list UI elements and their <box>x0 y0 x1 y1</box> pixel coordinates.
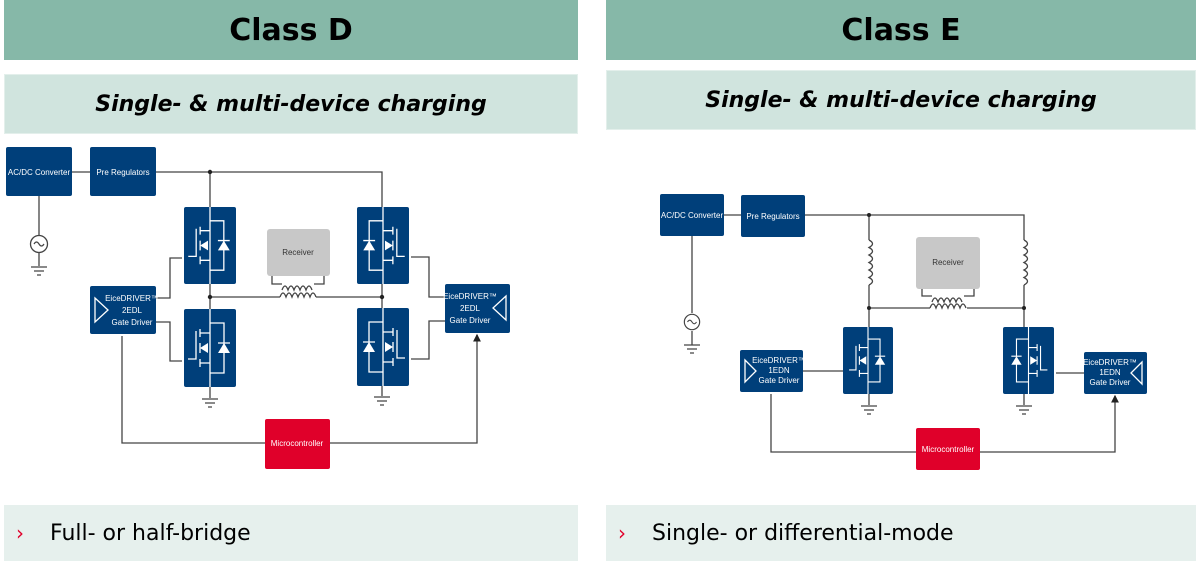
pre-regulators-block <box>741 195 805 237</box>
block-label: Microcontroller <box>922 445 975 454</box>
microcontroller-block <box>265 419 330 469</box>
receiver-block <box>267 229 330 276</box>
class-e-diagram: AC/DC Converter Pre Regulators Receiver … <box>660 194 1147 470</box>
gate-driver-left <box>90 286 156 334</box>
ground-icon <box>683 344 701 354</box>
receiver-block <box>916 237 980 289</box>
block-label: Gate Driver <box>450 316 491 325</box>
chevron-right-icon: › <box>16 521 24 545</box>
class-e-subtitle: Single- & multi-device charging <box>606 70 1196 130</box>
block-label: EiceDRIVER™ <box>443 292 497 301</box>
block-label: Receiver <box>932 258 964 267</box>
gate-driver-right <box>445 284 510 333</box>
block-label: Gate Driver <box>1090 378 1131 387</box>
class-e-title: Class E <box>606 0 1196 60</box>
microcontroller-block <box>916 428 980 470</box>
ac-source-icon <box>29 234 49 254</box>
block-label: 2EDL <box>460 304 481 313</box>
class-d-subtitle: Single- & multi-device charging <box>4 74 578 134</box>
ground-icon <box>1015 405 1033 415</box>
chevron-right-icon: › <box>618 521 626 545</box>
block-label: Pre Regulators <box>96 168 149 177</box>
block-label: EiceDRIVER™ <box>752 356 806 365</box>
bullet-text: Full- or half-bridge <box>50 520 251 546</box>
acdc-converter-block <box>660 194 724 236</box>
class-e-bullet: › Single- or differential-mode <box>606 505 1196 561</box>
block-label: 1EDN <box>1099 368 1121 377</box>
acdc-converter-block <box>6 147 72 196</box>
class-d-bullet: › Full- or half-bridge <box>4 505 578 561</box>
block-label: Gate Driver <box>759 376 800 385</box>
block-label: Gate Driver <box>112 318 153 327</box>
bullet-text: Single- or differential-mode <box>652 520 954 546</box>
block-label: EiceDRIVER™ <box>1083 358 1137 367</box>
ac-source-icon <box>683 313 701 331</box>
block-label: Microcontroller <box>271 439 324 448</box>
class-d-diagram: AC/DC Converter Pre Regulators Receiver … <box>5 146 578 476</box>
block-label: AC/DC Converter <box>8 168 71 177</box>
ground-icon <box>860 405 878 415</box>
pre-regulators-block <box>90 147 156 196</box>
class-d-title: Class D <box>4 0 578 60</box>
block-label: 1EDN <box>768 366 790 375</box>
block-label: Receiver <box>282 248 314 257</box>
block-label: 2EDL <box>122 306 143 315</box>
block-label: Pre Regulators <box>746 212 799 221</box>
block-label: EiceDRIVER™ <box>105 294 159 303</box>
gate-driver-right <box>1084 352 1147 394</box>
block-label: AC/DC Converter <box>661 211 724 220</box>
gate-driver-left <box>740 350 803 392</box>
